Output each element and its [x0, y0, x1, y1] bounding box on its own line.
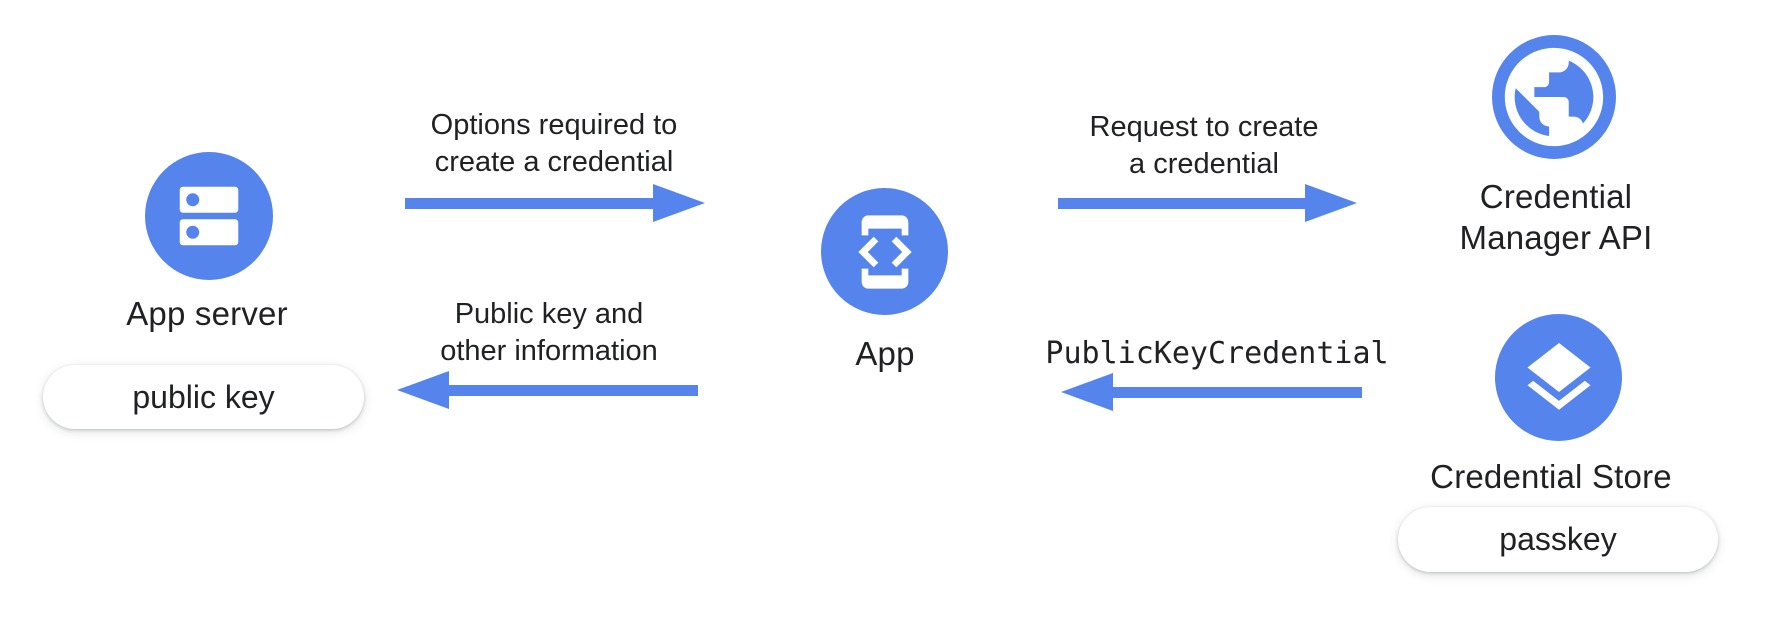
arrow-public-key-credential-left [1061, 373, 1362, 411]
flow-label-options: Options required to create a credential [394, 107, 714, 181]
flow-label-request-create-line2: a credential [1129, 148, 1279, 180]
flow-label-request-create: Request to create a credential [1044, 109, 1364, 183]
arrow-head-right-icon [1305, 184, 1357, 222]
arrow-shaft [1058, 198, 1311, 209]
globe-icon [1492, 35, 1616, 159]
public-key-pill-label: public key [132, 378, 275, 415]
app-server-label: App server [126, 295, 288, 332]
arrow-head-left-icon [397, 371, 449, 409]
phone-code-icon [821, 188, 948, 315]
arrow-request-create-right [1058, 184, 1357, 222]
server-dns-icon [145, 152, 273, 280]
arrow-shaft [1107, 387, 1362, 398]
arrow-head-right-icon [653, 184, 705, 222]
flow-label-public-key-credential: PublicKeyCredential [1045, 336, 1389, 371]
flow-label-public-key-info-line1: Public key and [454, 298, 644, 330]
arrow-shaft [443, 385, 698, 396]
public-key-pill: public key [43, 365, 364, 429]
arrow-public-key-info-left [397, 371, 698, 409]
arrow-shaft [405, 198, 659, 209]
passkey-pill: passkey [1398, 507, 1718, 572]
flow-label-options-line2: create a credential [434, 146, 674, 178]
passkey-pill-label: passkey [1499, 521, 1617, 557]
credential-store-label: Credential Store [1430, 458, 1672, 495]
layers-icon [1495, 314, 1622, 441]
arrow-options-right [405, 184, 705, 222]
arrow-head-left-icon [1061, 373, 1113, 411]
flow-label-options-line1: Options required to [430, 109, 678, 141]
credential-manager-api-label: Credential Manager API [1459, 178, 1653, 256]
flow-label-request-create-line1: Request to create [1089, 111, 1319, 143]
flow-label-public-key-info: Public key and other information [389, 296, 709, 370]
flow-label-public-key-info-line2: other information [440, 335, 658, 367]
app-label: App [855, 335, 915, 372]
